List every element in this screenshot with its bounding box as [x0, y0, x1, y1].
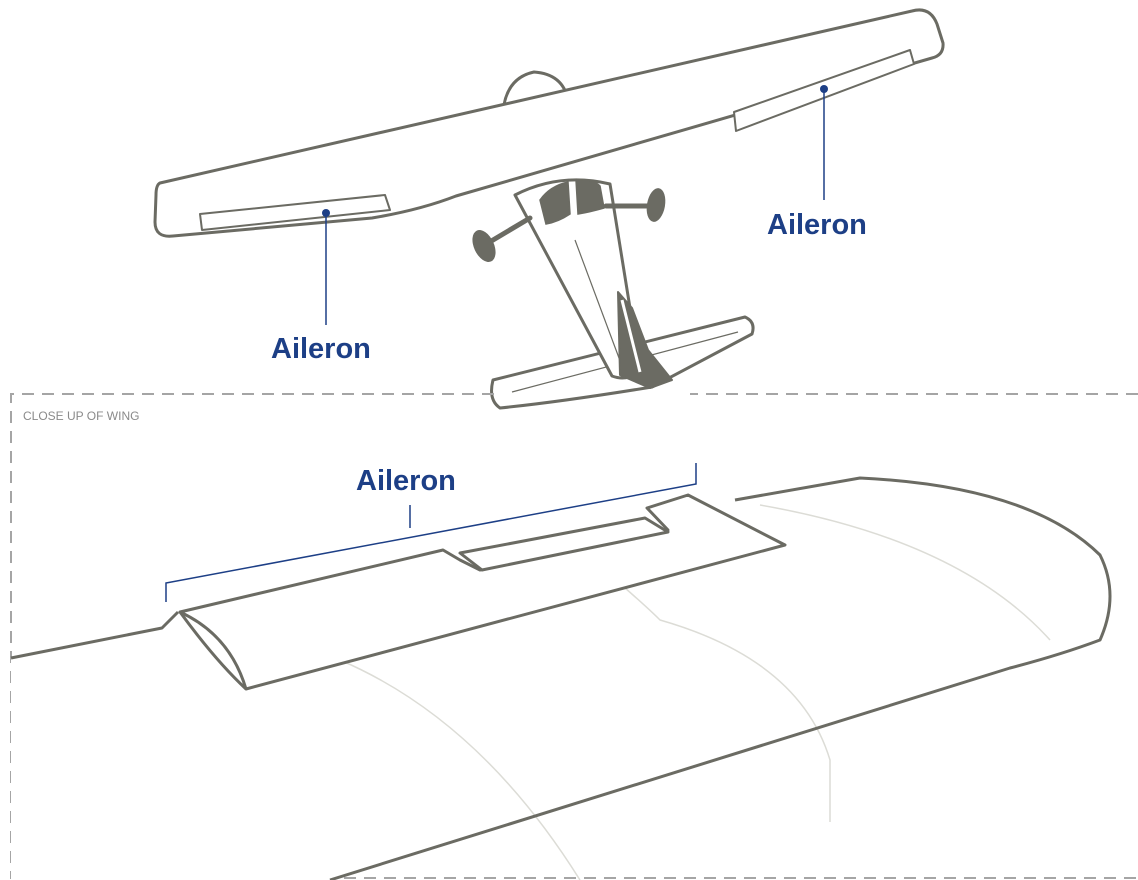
callout-dot-right [820, 85, 828, 93]
airplane-illustration [153, 8, 945, 410]
closeup-frame [10, 393, 1138, 879]
aileron-bracket: Aileron [165, 463, 697, 602]
fin-highlight [620, 299, 642, 373]
aileron-left [199, 194, 391, 231]
wing-closeup [10, 476, 1112, 880]
callout-label-left: Aileron [271, 333, 371, 365]
fuselage [513, 178, 642, 380]
main-wing [153, 8, 945, 238]
cockpit-window-right [575, 178, 605, 215]
closeup-section: CLOSE UP OF WING Aileron [10, 393, 1138, 880]
wing-closeup-body [11, 478, 1110, 880]
wing-tip-and-leading-edge [329, 476, 1112, 880]
callout-label-right: Aileron [767, 209, 867, 241]
airplane-callouts: Aileron Aileron [271, 85, 867, 365]
aileron-root-curve [179, 610, 248, 690]
vertical-fin [617, 291, 673, 389]
landing-gear-left-wheel [472, 230, 496, 262]
bracket-line [165, 463, 697, 602]
callout-dot-left [322, 209, 330, 217]
closeup-section-label: CLOSE UP OF WING [23, 409, 139, 423]
aileron-cutout [458, 516, 670, 572]
landing-gear-left-strut [485, 215, 533, 246]
wing-trailing-edge [10, 610, 180, 660]
landing-gear-right-wheel [646, 188, 666, 222]
fuselage-centerline [574, 239, 623, 367]
cockpit-window-left [539, 181, 571, 225]
bracket-label: Aileron [356, 465, 456, 497]
